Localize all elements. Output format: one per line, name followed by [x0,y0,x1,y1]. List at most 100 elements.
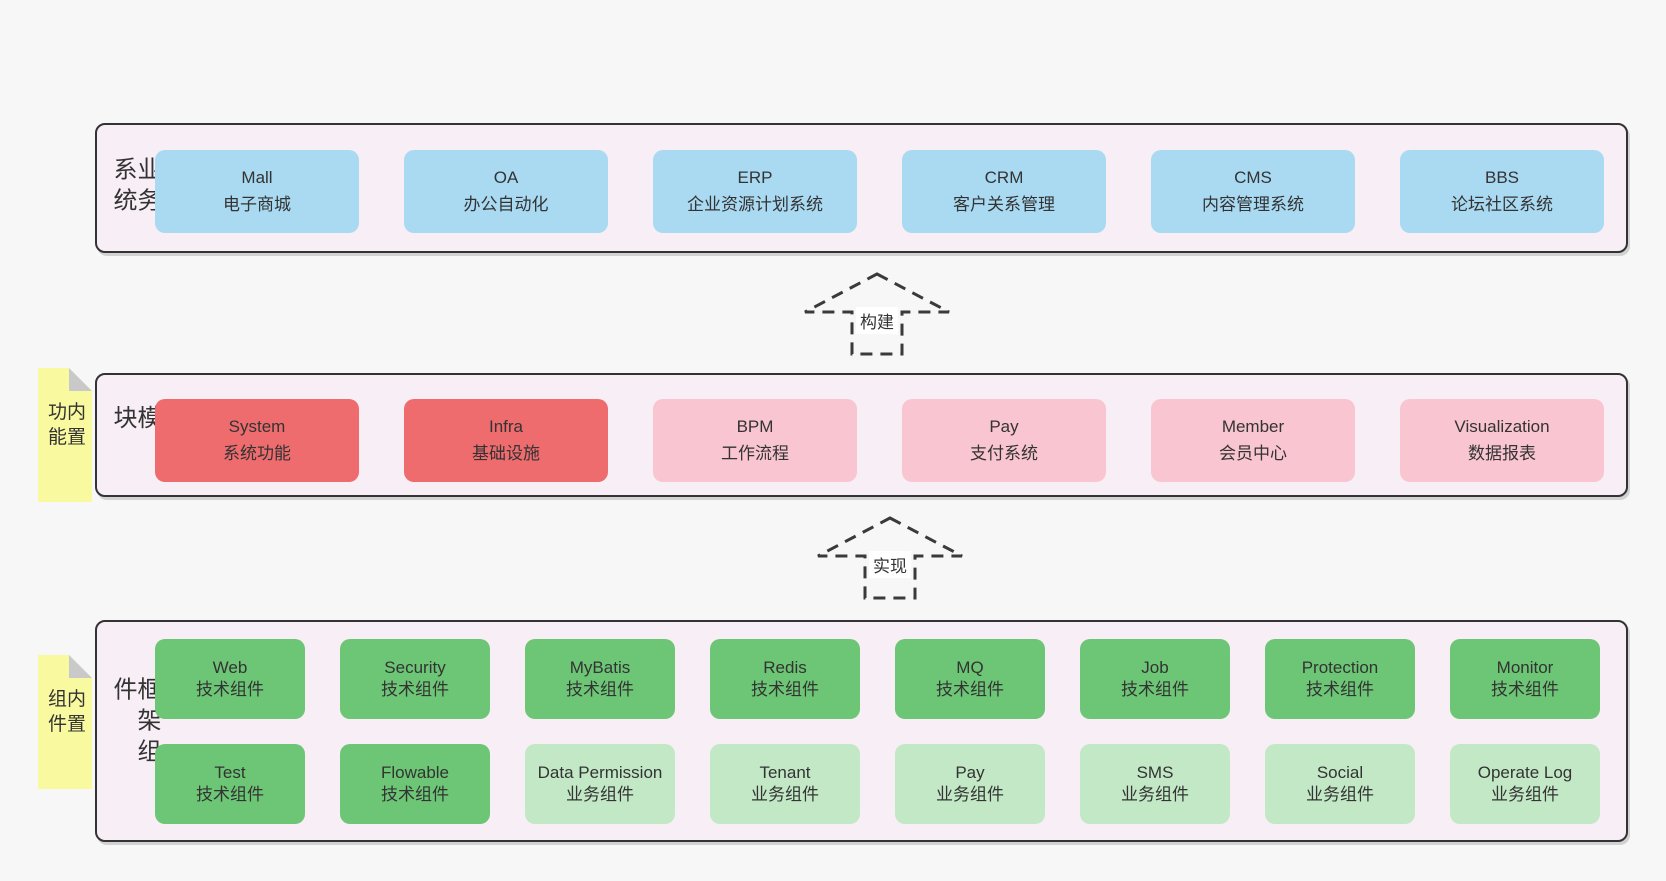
business-boxes-row: Mall 电子商城 OA 办公自动化 ERP 企业资源计划系统 CRM 客户关系… [155,150,1604,233]
box-title: Redis [763,657,807,677]
box-title: Member [1221,417,1285,437]
arrow-implement: 实现 [815,515,965,601]
box-title: Web [212,657,248,677]
box-title: MyBatis [569,657,631,677]
box-redis: Redis 技术组件 [710,639,860,719]
box-title: Pay [955,762,985,782]
arrow-build-label: 构建 [856,307,898,334]
box-title: Flowable [380,762,450,782]
box-data-permission: Data Permission 业务组件 [525,744,675,824]
box-title: ERP [737,168,773,188]
layer-business-systems: 业务系统 Mall 电子商城 OA 办公自动化 ERP 企业资源计划系统 CRM… [95,123,1628,253]
box-mybatis: MyBatis 技术组件 [525,639,675,719]
box-title: Job [1141,657,1169,677]
box-protection: Protection 技术组件 [1265,639,1415,719]
box-title: OA [493,168,519,188]
box-title: Monitor [1496,657,1554,677]
box-subtitle: 系统功能 [223,443,291,463]
box-subtitle: 会员中心 [1219,443,1287,463]
box-subtitle: 技术组件 [1491,680,1559,699]
box-subtitle: 技术组件 [381,680,449,699]
arrow-implement-label: 实现 [869,551,911,578]
box-title: System [228,417,286,437]
box-subtitle: 工作流程 [721,443,789,463]
box-monitor: Monitor 技术组件 [1450,639,1600,719]
box-subtitle: 办公自动化 [463,194,549,214]
sticky-note-built-in-components: 内置组件 [38,655,92,789]
box-system: System 系统功能 [155,399,359,482]
box-visualization: Visualization 数据报表 [1400,399,1604,482]
sticky-label: 内置组件 [45,688,85,739]
box-subtitle: 基础设施 [472,443,540,463]
box-subtitle: 客户关系管理 [953,194,1055,214]
box-security: Security 技术组件 [340,639,490,719]
box-job: Job 技术组件 [1080,639,1230,719]
box-title: Security [384,657,446,677]
arrow-build: 构建 [802,271,952,357]
box-subtitle: 技术组件 [1121,680,1189,699]
box-infra: Infra 基础设施 [404,399,608,482]
box-cms: CMS 内容管理系统 [1151,150,1355,233]
box-title: Protection [1301,657,1379,677]
box-crm: CRM 客户关系管理 [902,150,1106,233]
components-boxes-grid: Web 技术组件 Security 技术组件 MyBatis 技术组件 Redi… [155,639,1600,824]
box-mall: Mall 电子商城 [155,150,359,233]
box-tenant: Tenant 业务组件 [710,744,860,824]
box-operate-log: Operate Log 业务组件 [1450,744,1600,824]
dashed-up-arrow-icon [804,272,950,356]
box-bbs: BBS 论坛社区系统 [1400,150,1604,233]
box-title: MQ [956,657,984,677]
modules-boxes-row: System 系统功能 Infra 基础设施 BPM 工作流程 Pay 支付系统… [155,399,1604,482]
box-title: CMS [1234,168,1272,188]
dashed-up-arrow-icon [817,516,963,600]
box-title: Tenant [759,762,811,782]
box-web: Web 技术组件 [155,639,305,719]
box-subtitle: 技术组件 [936,680,1004,699]
box-subtitle: 业务组件 [1121,785,1189,804]
box-pay: Pay 支付系统 [902,399,1106,482]
box-subtitle: 业务组件 [936,785,1004,804]
box-title: Infra [488,417,524,437]
layer-common-modules: 通用模块 System 系统功能 Infra 基础设施 BPM 工作流程 Pay… [95,373,1628,497]
box-subtitle: 业务组件 [1306,785,1374,804]
box-subtitle: 业务组件 [566,785,634,804]
box-title: Operate Log [1477,762,1573,782]
box-title: SMS [1136,762,1174,782]
box-test: Test 技术组件 [155,744,305,824]
box-subtitle: 论坛社区系统 [1451,194,1553,214]
box-subtitle: 数据报表 [1468,443,1536,463]
box-mq: MQ 技术组件 [895,639,1045,719]
box-title: Social [1316,762,1364,782]
layer-framework-components: 框架组件 Web 技术组件 Security 技术组件 MyBatis 技术组件… [95,620,1628,842]
sticky-label: 内置功能 [45,401,85,452]
box-social: Social 业务组件 [1265,744,1415,824]
layer-label-components: 框架组件 [109,676,160,770]
box-bpm: BPM 工作流程 [653,399,857,482]
box-oa: OA 办公自动化 [404,150,608,233]
box-erp: ERP 企业资源计划系统 [653,150,857,233]
box-subtitle: 内容管理系统 [1202,194,1304,214]
box-subtitle: 业务组件 [751,785,819,804]
box-subtitle: 技术组件 [566,680,634,699]
box-subtitle: 技术组件 [381,785,449,804]
box-pay-business: Pay 业务组件 [895,744,1045,824]
box-subtitle: 电子商城 [223,194,291,214]
box-subtitle: 企业资源计划系统 [687,194,823,214]
layer-label-business: 业务系统 [109,156,160,219]
box-title: CRM [984,168,1024,188]
box-title: Visualization [1454,417,1550,437]
box-member: Member 会员中心 [1151,399,1355,482]
box-title: Data Permission [537,762,663,782]
box-title: BBS [1484,168,1520,188]
sticky-note-built-in-features: 内置功能 [38,368,92,502]
box-subtitle: 支付系统 [970,443,1038,463]
box-title: Test [214,762,246,782]
box-title: Pay [989,417,1019,437]
box-flowable: Flowable 技术组件 [340,744,490,824]
box-subtitle: 技术组件 [196,680,264,699]
box-subtitle: 技术组件 [1306,680,1374,699]
box-sms: SMS 业务组件 [1080,744,1230,824]
box-subtitle: 技术组件 [751,680,819,699]
box-subtitle: 业务组件 [1491,785,1559,804]
